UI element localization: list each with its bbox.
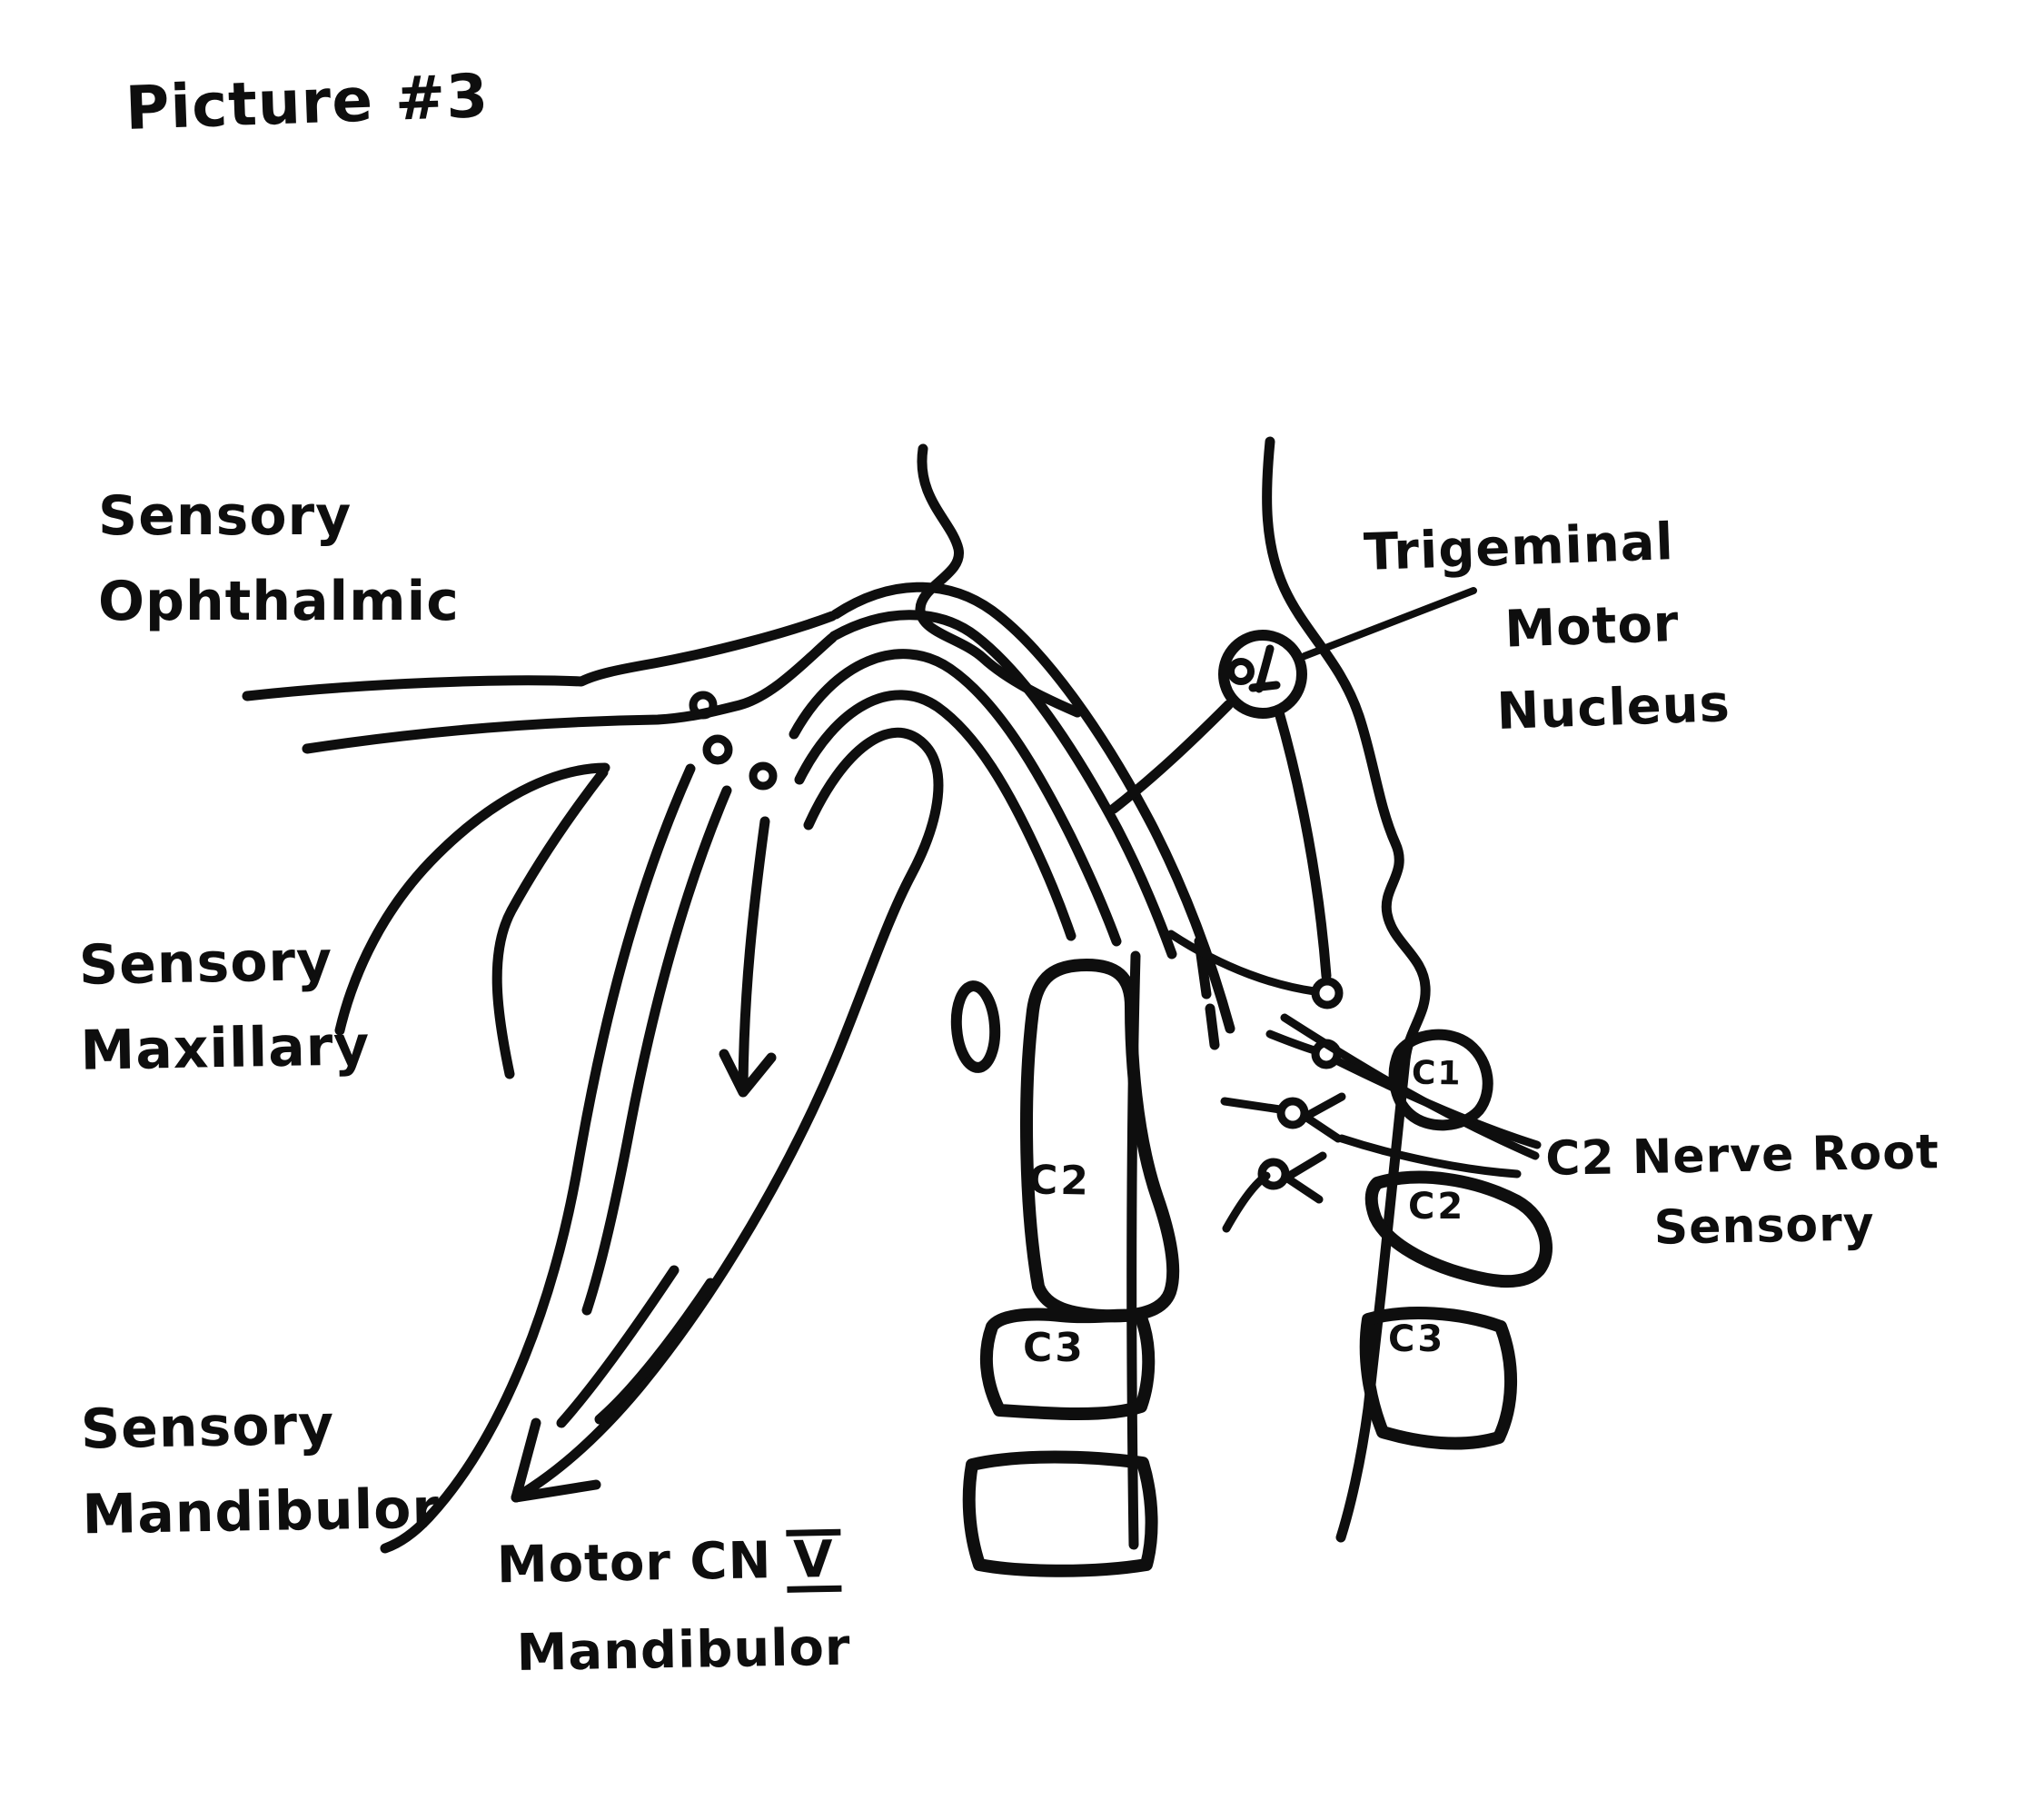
label-line: Motor <box>1503 593 1681 660</box>
nucleus-to-bundle-fiber <box>1108 700 1234 814</box>
vertebra-label-c1-right: C1 <box>1411 1054 1463 1093</box>
synapse-stem-4 <box>1222 1171 1271 1233</box>
label-line: Sensory <box>78 929 333 998</box>
vertebra-c2-right-outline <box>1364 1170 1553 1288</box>
label-sensory-maxillary: Sensory Maxillary <box>78 929 371 1109</box>
motor-nucleus-mark <box>1248 644 1281 693</box>
synapse-cell-4 <box>1257 1158 1290 1190</box>
mandibular-outer-line <box>380 763 696 1554</box>
label-motor-prefix: Motor CN <box>496 1531 772 1596</box>
mandibular-inner-line <box>581 785 732 1316</box>
label-line: Sensory <box>1653 1197 1876 1256</box>
vertebra-c1-right-outline <box>1388 1029 1493 1131</box>
motor-arrowhead <box>511 1417 601 1503</box>
vertebra-c3-right-outline <box>1359 1307 1517 1450</box>
synapse-cell-1 <box>1311 977 1344 1009</box>
vertebra-c4-left-outline <box>962 1450 1158 1577</box>
motor-nucleus-cell <box>1227 658 1255 685</box>
synapse-stem-3 <box>1220 1097 1285 1114</box>
trigeminal-bundle-line-3 <box>789 649 1122 947</box>
mandibular-motor-fiber <box>511 727 944 1503</box>
trigeminal-bundle-line-2 <box>828 610 1177 960</box>
roman-numeral-five: V <box>785 1528 842 1594</box>
label-line: Nucleus <box>1495 674 1731 741</box>
label-line: Mandibulor <box>516 1617 852 1684</box>
sensory-arrowhead <box>719 1049 777 1098</box>
label-c2-nerve-root: C2 Nerve Root Sensory <box>1544 1125 1941 1256</box>
label-line: Sensory <box>98 484 352 548</box>
maxillary-line-bottom <box>491 767 609 1079</box>
label-line: Maxillary <box>79 1014 371 1083</box>
label-sensory-ophthalmic: Sensory Ophthalmic <box>98 489 460 660</box>
synapse-stem-2 <box>1265 1029 1319 1055</box>
label-sensory-mandibular: Sensory Mandibulor <box>80 1393 441 1574</box>
label-line: Sensory <box>80 1393 335 1462</box>
label-line: Trigeminal <box>1363 512 1675 582</box>
vertebra-label-c2-right: C2 <box>1408 1186 1466 1228</box>
nucleus-pointer-line <box>1301 587 1477 660</box>
atlas-arch-oval <box>950 980 1001 1073</box>
synapse-cell-3 <box>1276 1097 1309 1129</box>
synapse-stem-1 <box>1166 930 1319 996</box>
vertebra-c3-left-outline <box>979 1308 1156 1420</box>
vertebra-c2-left-outline <box>1020 959 1180 1323</box>
ophthalmic-line-bottom <box>302 632 838 754</box>
page-title: Picture #3 <box>124 61 491 144</box>
ganglion-cell-1 <box>689 691 718 720</box>
motor-fiber-pair-1 <box>556 1265 680 1428</box>
trigeminal-bundle-line-1 <box>830 582 1235 1034</box>
c2-root-line-2 <box>1334 1057 1542 1149</box>
synapse-fork-4 <box>1282 1151 1327 1204</box>
c2-root-line-3 <box>1337 1134 1522 1179</box>
pons-outline-right <box>1262 436 1431 1543</box>
label-line: Ophthalmic <box>98 570 460 633</box>
synapse-fork-3 <box>1301 1092 1346 1143</box>
nucleus-descending-fiber <box>1274 707 1332 981</box>
mandibular-sensory-line <box>738 816 770 1092</box>
vertebra-label-c3-right: C3 <box>1388 1318 1446 1360</box>
ophthalmic-line-top <box>242 611 838 701</box>
ganglion-cell-2 <box>702 734 733 765</box>
ganglion-cell-3 <box>749 761 778 791</box>
label-trigeminal-motor-nucleus: Trigeminal Motor Nucleus <box>1363 512 1731 773</box>
spinal-tract-dash <box>1205 1003 1220 1050</box>
motor-nucleus-circle <box>1218 630 1307 719</box>
maxillary-line-top <box>334 762 610 1036</box>
pons-outline-left <box>915 443 1083 718</box>
vertebra-label-c3-left: C3 <box>1023 1325 1086 1371</box>
trigeminal-bundle-line-4 <box>794 690 1076 941</box>
label-line: C2 Nerve Root <box>1544 1125 1940 1187</box>
label-line: Mandibulor <box>81 1477 441 1547</box>
vertebra-label-c2-left: C2 <box>1027 1157 1092 1205</box>
motor-fiber-pair-2 <box>594 1278 716 1425</box>
